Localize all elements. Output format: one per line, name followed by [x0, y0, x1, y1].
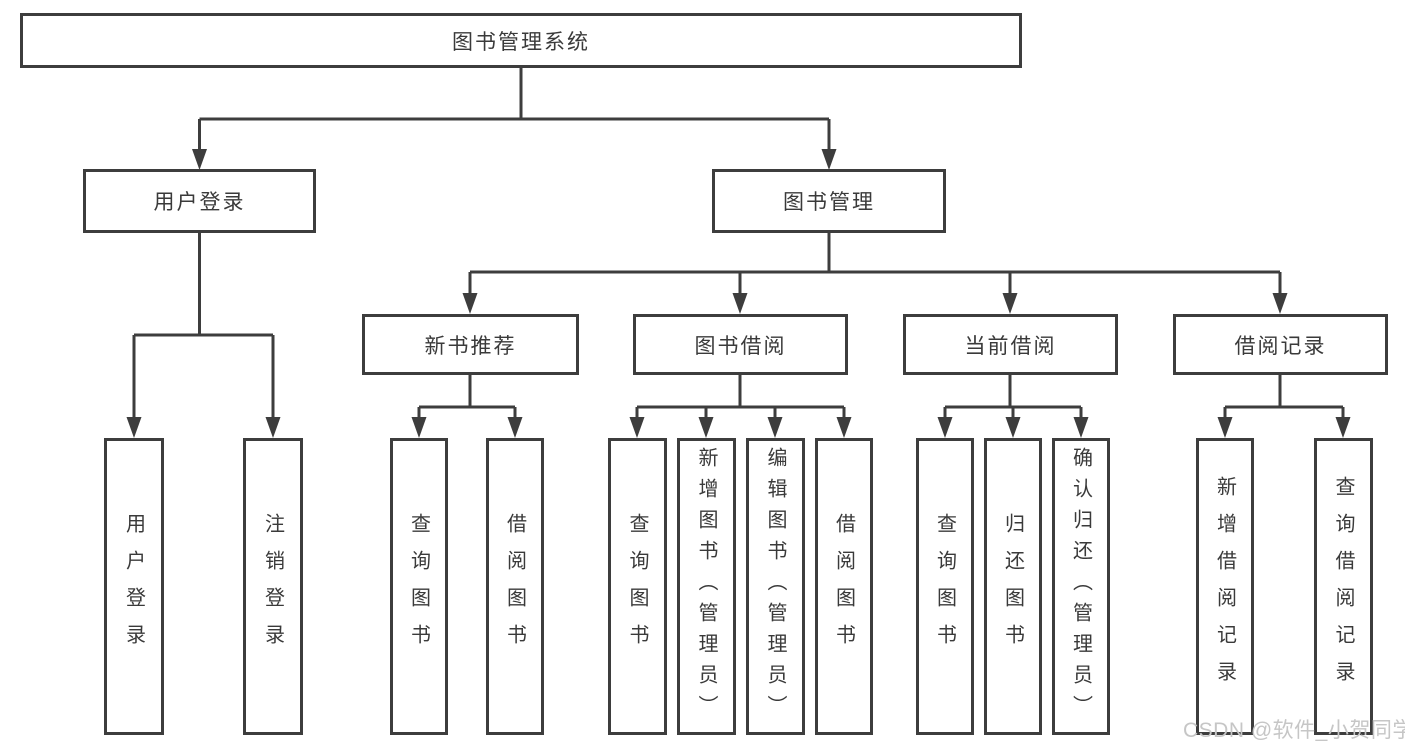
connector-path	[1223, 375, 1345, 420]
node-library-system-label: 图书管理系统	[452, 30, 590, 54]
node-book-borrow-label: 图书借阅	[694, 334, 787, 358]
leaf-user-login: 用户登录	[104, 438, 164, 735]
leaf-add-borrow-record-label: 新增借阅记录	[1213, 475, 1236, 698]
connector-path	[635, 375, 846, 420]
leaf-query-borrow-record-label: 查询借阅记录	[1332, 475, 1354, 698]
node-new-book-recommend-label: 新书推荐	[424, 334, 517, 358]
leaf-borrow-books-label: 借阅图书	[832, 512, 855, 661]
node-user-login: 用户登录	[83, 169, 316, 233]
node-book-management-label: 图书管理	[783, 191, 875, 214]
node-library-system: 图书管理系统	[20, 13, 1022, 68]
leaf-query-books-current-label: 查询图书	[933, 512, 956, 661]
connector-path	[132, 233, 275, 420]
arrowhead-icon	[462, 293, 478, 314]
arrowhead-icon	[1335, 417, 1351, 438]
arrowhead-icon	[265, 417, 281, 438]
leaf-return-book-label: 归还图书	[1001, 512, 1024, 661]
node-book-management: 图书管理	[712, 169, 946, 233]
node-book-borrow: 图书借阅	[633, 314, 848, 375]
node-borrow-records: 借阅记录	[1173, 314, 1388, 375]
leaf-query-books-current: 查询图书	[916, 438, 974, 735]
node-user-login-label: 用户登录	[153, 191, 246, 214]
leaf-borrow-books-recommend: 借阅图书	[486, 438, 544, 735]
arrowhead-icon	[629, 417, 645, 438]
connector-path	[468, 233, 1282, 296]
connector-path	[417, 375, 517, 420]
arrowhead-icon	[1073, 417, 1089, 438]
leaf-query-books-borrow-label: 查询图书	[626, 512, 648, 661]
leaf-borrow-books: 借阅图书	[815, 438, 873, 735]
leaf-edit-book-admin-label: 编辑图书（管理员）	[764, 447, 786, 726]
arrowhead-icon	[1005, 417, 1021, 438]
leaf-return-book: 归还图书	[984, 438, 1042, 735]
arrowhead-icon	[821, 149, 837, 170]
leaf-borrow-books-recommend-label: 借阅图书	[503, 512, 526, 661]
arrowhead-icon	[507, 417, 523, 438]
node-borrow-records-label: 借阅记录	[1234, 334, 1327, 358]
leaf-add-borrow-record: 新增借阅记录	[1196, 438, 1254, 735]
arrowhead-icon	[767, 417, 783, 438]
arrowhead-icon	[836, 417, 852, 438]
arrowhead-icon	[1217, 417, 1233, 438]
leaf-add-book-admin-label: 新增图书（管理员）	[695, 447, 717, 726]
leaf-add-book-admin: 新增图书（管理员）	[677, 438, 736, 735]
arrowhead-icon	[937, 417, 953, 438]
leaf-edit-book-admin: 编辑图书（管理员）	[746, 438, 805, 735]
arrowhead-icon	[192, 149, 207, 170]
arrowhead-icon	[698, 417, 714, 438]
leaf-confirm-return-admin: 确认归还（管理员）	[1052, 438, 1110, 735]
node-new-book-recommend: 新书推荐	[362, 314, 579, 375]
leaf-confirm-return-admin-label: 确认归还（管理员）	[1069, 447, 1092, 726]
arrowhead-icon	[126, 417, 142, 438]
leaf-user-login-label: 用户登录	[122, 512, 145, 661]
arrowhead-icon	[411, 417, 427, 438]
arrowhead-icon	[1272, 293, 1288, 314]
connector-path	[198, 68, 831, 152]
csdn-watermark: CSDN @软件_小贺同学	[1183, 719, 1405, 742]
leaf-query-books-recommend-label: 查询图书	[407, 512, 430, 661]
leaf-logout-label: 注销登录	[261, 512, 284, 661]
leaf-query-books-borrow: 查询图书	[608, 438, 667, 735]
node-current-borrow-label: 当前借阅	[964, 334, 1057, 358]
arrowhead-icon	[732, 293, 748, 314]
leaf-logout: 注销登录	[243, 438, 303, 735]
node-current-borrow: 当前借阅	[903, 314, 1118, 375]
leaf-query-books-recommend: 查询图书	[390, 438, 448, 735]
arrowhead-icon	[1002, 293, 1018, 314]
leaf-query-borrow-record: 查询借阅记录	[1314, 438, 1373, 735]
connector-path	[943, 375, 1083, 420]
